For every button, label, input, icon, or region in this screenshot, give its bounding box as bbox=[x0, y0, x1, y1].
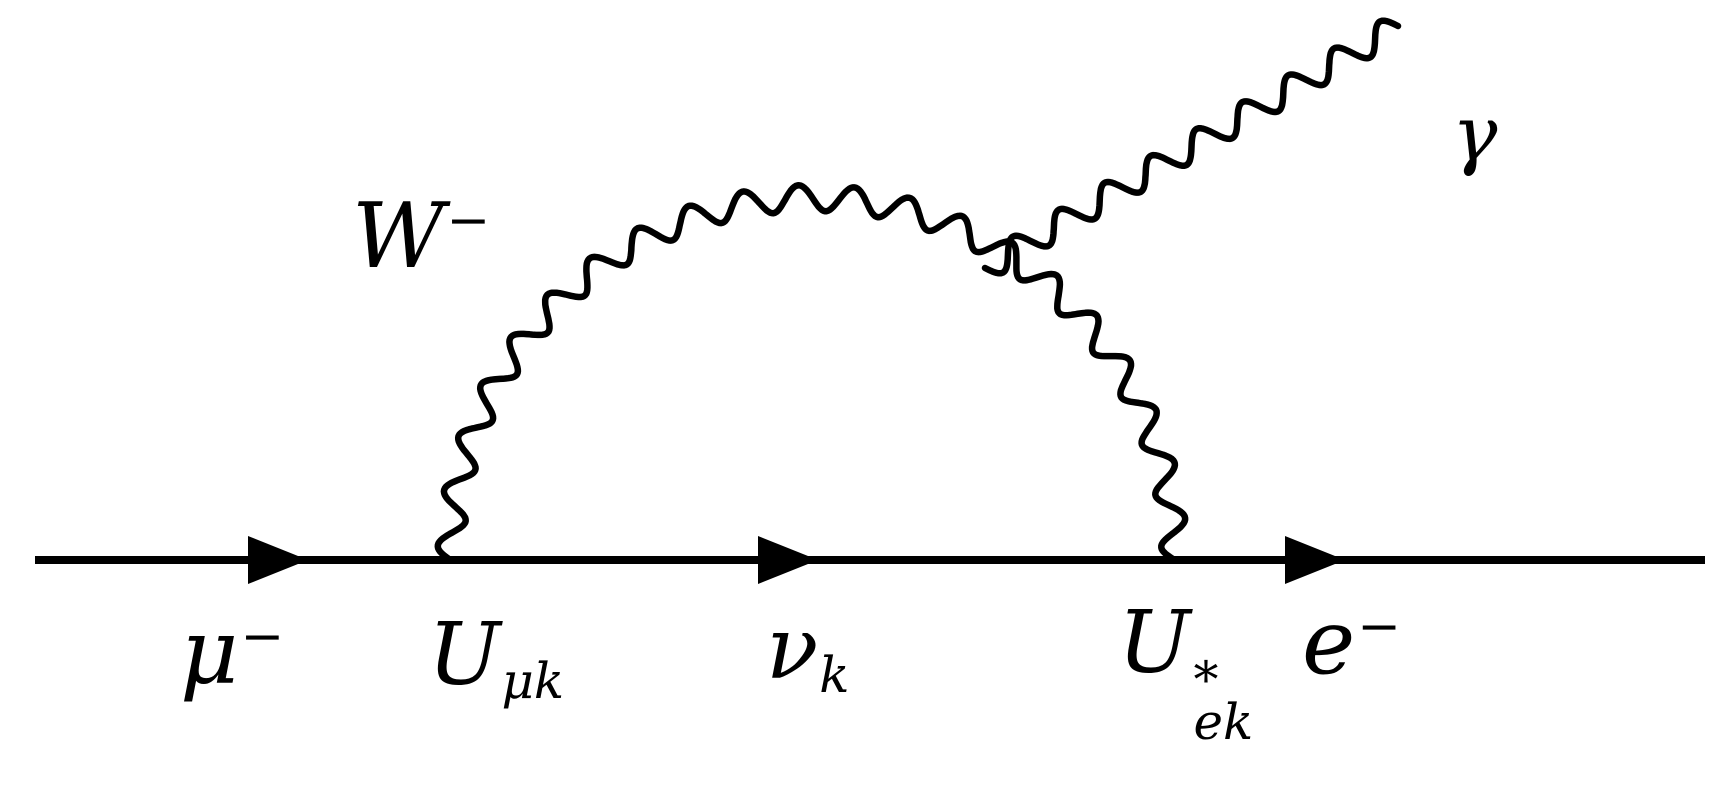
w-boson-symbol: W bbox=[352, 184, 445, 289]
muon-symbol: μ bbox=[180, 600, 239, 705]
mixing-right-scripts: *ek bbox=[1193, 650, 1254, 752]
mixing-right-subscript: ek bbox=[1193, 693, 1254, 752]
w-boson-label: W− bbox=[352, 192, 490, 282]
mixing-matrix-right-label: U*ek bbox=[1118, 600, 1254, 752]
w-boson-charge: − bbox=[446, 191, 491, 252]
fermion-arrow-muon bbox=[248, 536, 308, 584]
neutrino-subscript: k bbox=[819, 645, 850, 704]
mixing-right-conjugate-star: * bbox=[1193, 650, 1219, 709]
muon-charge: − bbox=[240, 607, 285, 668]
w-boson-line bbox=[434, 182, 1189, 564]
electron-label: e− bbox=[1302, 598, 1401, 688]
electron-charge: − bbox=[1357, 597, 1401, 658]
muon-label: μ− bbox=[180, 608, 284, 698]
neutrino-symbol: ν bbox=[766, 599, 819, 699]
mixing-left-symbol: U bbox=[428, 605, 501, 705]
mixing-right-symbol: U bbox=[1118, 593, 1191, 693]
photon-symbol: γ bbox=[1452, 89, 1498, 178]
mixing-left-subscript: μk bbox=[501, 651, 565, 710]
electron-symbol: e bbox=[1302, 590, 1356, 695]
photon-line bbox=[981, 17, 1402, 277]
fermion-arrow-neutrino bbox=[758, 536, 818, 584]
fermion-arrow-electron bbox=[1285, 536, 1345, 584]
neutrino-label: νk bbox=[766, 606, 850, 701]
photon-label: γ bbox=[1452, 96, 1497, 172]
mixing-matrix-left-label: Uμk bbox=[428, 612, 564, 707]
